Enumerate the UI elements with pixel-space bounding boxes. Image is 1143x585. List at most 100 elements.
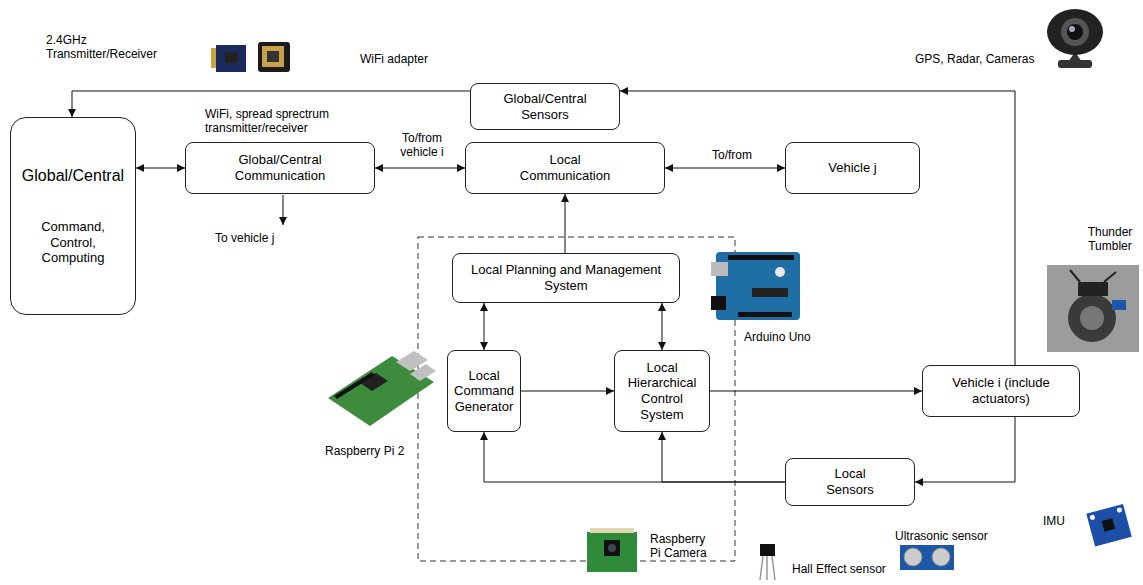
connector-arrow [620, 91, 1015, 365]
pi-camera-icon [590, 528, 634, 533]
process-box: Global/Central Sensors [470, 83, 620, 130]
annotation-label: Arduino Uno [744, 330, 811, 344]
arduino-board-icon [738, 312, 792, 317]
webcam-icon [1047, 9, 1103, 55]
process-box: Local Communication [465, 142, 665, 194]
ultrasonic-sensor-icon [900, 545, 954, 570]
esp-module-icon [225, 52, 238, 63]
thunder-tumbler-photo [1104, 272, 1116, 282]
ultrasonic-sensor-icon [900, 545, 954, 570]
connector-arrow [662, 303, 663, 350]
thunder-tumbler-photo [1112, 300, 1126, 310]
pi-camera-icon [587, 528, 637, 572]
box-text: Command, Control, Computing [34, 219, 112, 266]
arduino-board-icon [716, 252, 800, 320]
connector-arrow [710, 391, 922, 392]
raspberry-pi-board-icon [410, 364, 436, 381]
connector-arrow [136, 168, 185, 169]
box-text: Local Planning and Management System [461, 262, 671, 293]
thunder-tumbler-photo [1070, 270, 1080, 282]
annotation-label: Raspberry Pi Camera [650, 532, 712, 561]
annotation-label: To vehicle j [215, 231, 274, 245]
annotation-label: Raspberry Pi 2 [325, 444, 404, 458]
arduino-board-icon [728, 255, 794, 260]
imu-board-icon [1102, 518, 1115, 531]
connector-arrow [521, 391, 614, 392]
imu-board-icon [1089, 514, 1095, 520]
connector-arrow [484, 303, 485, 350]
wifi-dongle-icon [258, 42, 290, 72]
process-box: Local Hierarchical Control System [614, 350, 710, 432]
box-text: Global/Central Sensors [489, 91, 601, 122]
box-text: Local Communication [513, 152, 618, 183]
connector-arrow [565, 194, 566, 253]
box-text: Vehicle i (include actuators) [931, 375, 1071, 406]
raspberry-pi-board-icon [328, 351, 436, 426]
pi-camera-icon [587, 532, 637, 572]
webcam-icon [1061, 18, 1089, 46]
box-text: Local Hierarchical Control System [620, 360, 704, 422]
webcam-icon [1067, 24, 1083, 40]
process-box: Vehicle j [785, 142, 920, 194]
dashed-group-frame [418, 237, 735, 561]
connector-arrow [915, 417, 1015, 482]
process-box: Global/Central Communication [185, 142, 375, 194]
arduino-board-icon [711, 262, 728, 276]
box-text: Local Command Generator [453, 368, 515, 415]
hall-sensor-icon [766, 556, 768, 580]
webcam-icon [1047, 9, 1103, 68]
box-text: Vehicle j [828, 160, 876, 176]
central-computer-box: Global/CentralCommand, Control, Computin… [10, 117, 136, 315]
esp-module-icon [216, 45, 246, 72]
thunder-tumbler-photo [1047, 265, 1139, 352]
thunder-tumbler-photo [1078, 282, 1108, 296]
wifi-dongle-icon [258, 42, 290, 72]
pi-camera-icon [604, 540, 620, 556]
hall-sensor-icon [772, 556, 775, 580]
raspberry-pi-board-icon [328, 356, 434, 426]
annotation-label: 2.4GHz Transmitter/Receiver [46, 33, 168, 62]
edge-label: To/from [700, 148, 764, 162]
raspberry-pi-board-icon [334, 372, 375, 399]
process-box: Vehicle i (include actuators) [922, 365, 1080, 417]
annotation-label: Thunder Tumbler [1082, 225, 1138, 254]
hall-sensor-icon [760, 544, 775, 556]
edge-label: To/from vehicle i [386, 131, 458, 160]
box-text: Global/Central [22, 166, 124, 185]
process-box: Local Planning and Management System [452, 253, 680, 303]
wifi-dongle-icon [262, 46, 284, 67]
connector-arrow [484, 432, 785, 482]
thunder-tumbler-photo [1080, 306, 1104, 330]
pi-camera-icon [608, 544, 616, 552]
imu-board-icon [1116, 507, 1122, 513]
ultrasonic-sensor-icon [932, 548, 950, 566]
hall-sensor-icon [760, 544, 775, 580]
annotation-label: Ultrasonic sensor [895, 529, 988, 543]
webcam-icon [1069, 26, 1075, 32]
annotation-label: Hall Effect sensor [792, 562, 886, 576]
box-text: Global/Central Communication [205, 152, 355, 183]
wifi-dongle-icon [267, 51, 279, 62]
connector-arrow [662, 432, 785, 482]
annotation-label: WiFi adapter [360, 52, 428, 66]
process-box: Local Command Generator [447, 350, 521, 432]
raspberry-pi-board-icon [360, 373, 388, 391]
arduino-board-icon [711, 252, 800, 320]
hall-sensor-icon [760, 556, 763, 580]
arduino-board-icon [711, 296, 726, 310]
connector-arrow [665, 168, 785, 169]
thunder-tumbler-photo [1068, 294, 1116, 342]
annotation-label: WiFi, spread sprectrum transmitter/recei… [205, 107, 380, 136]
webcam-icon [1058, 60, 1092, 68]
ultrasonic-sensor-icon [904, 548, 922, 566]
arduino-board-icon [775, 267, 785, 277]
connector-arrow [375, 168, 465, 169]
box-text: Local Sensors [818, 466, 882, 497]
annotation-label: IMU [1043, 514, 1065, 528]
esp-module-icon [211, 45, 246, 72]
imu-board-icon [1086, 504, 1132, 547]
annotation-label: GPS, Radar, Cameras [915, 52, 1034, 66]
process-box: Local Sensors [785, 458, 915, 506]
arduino-board-icon [752, 288, 788, 297]
